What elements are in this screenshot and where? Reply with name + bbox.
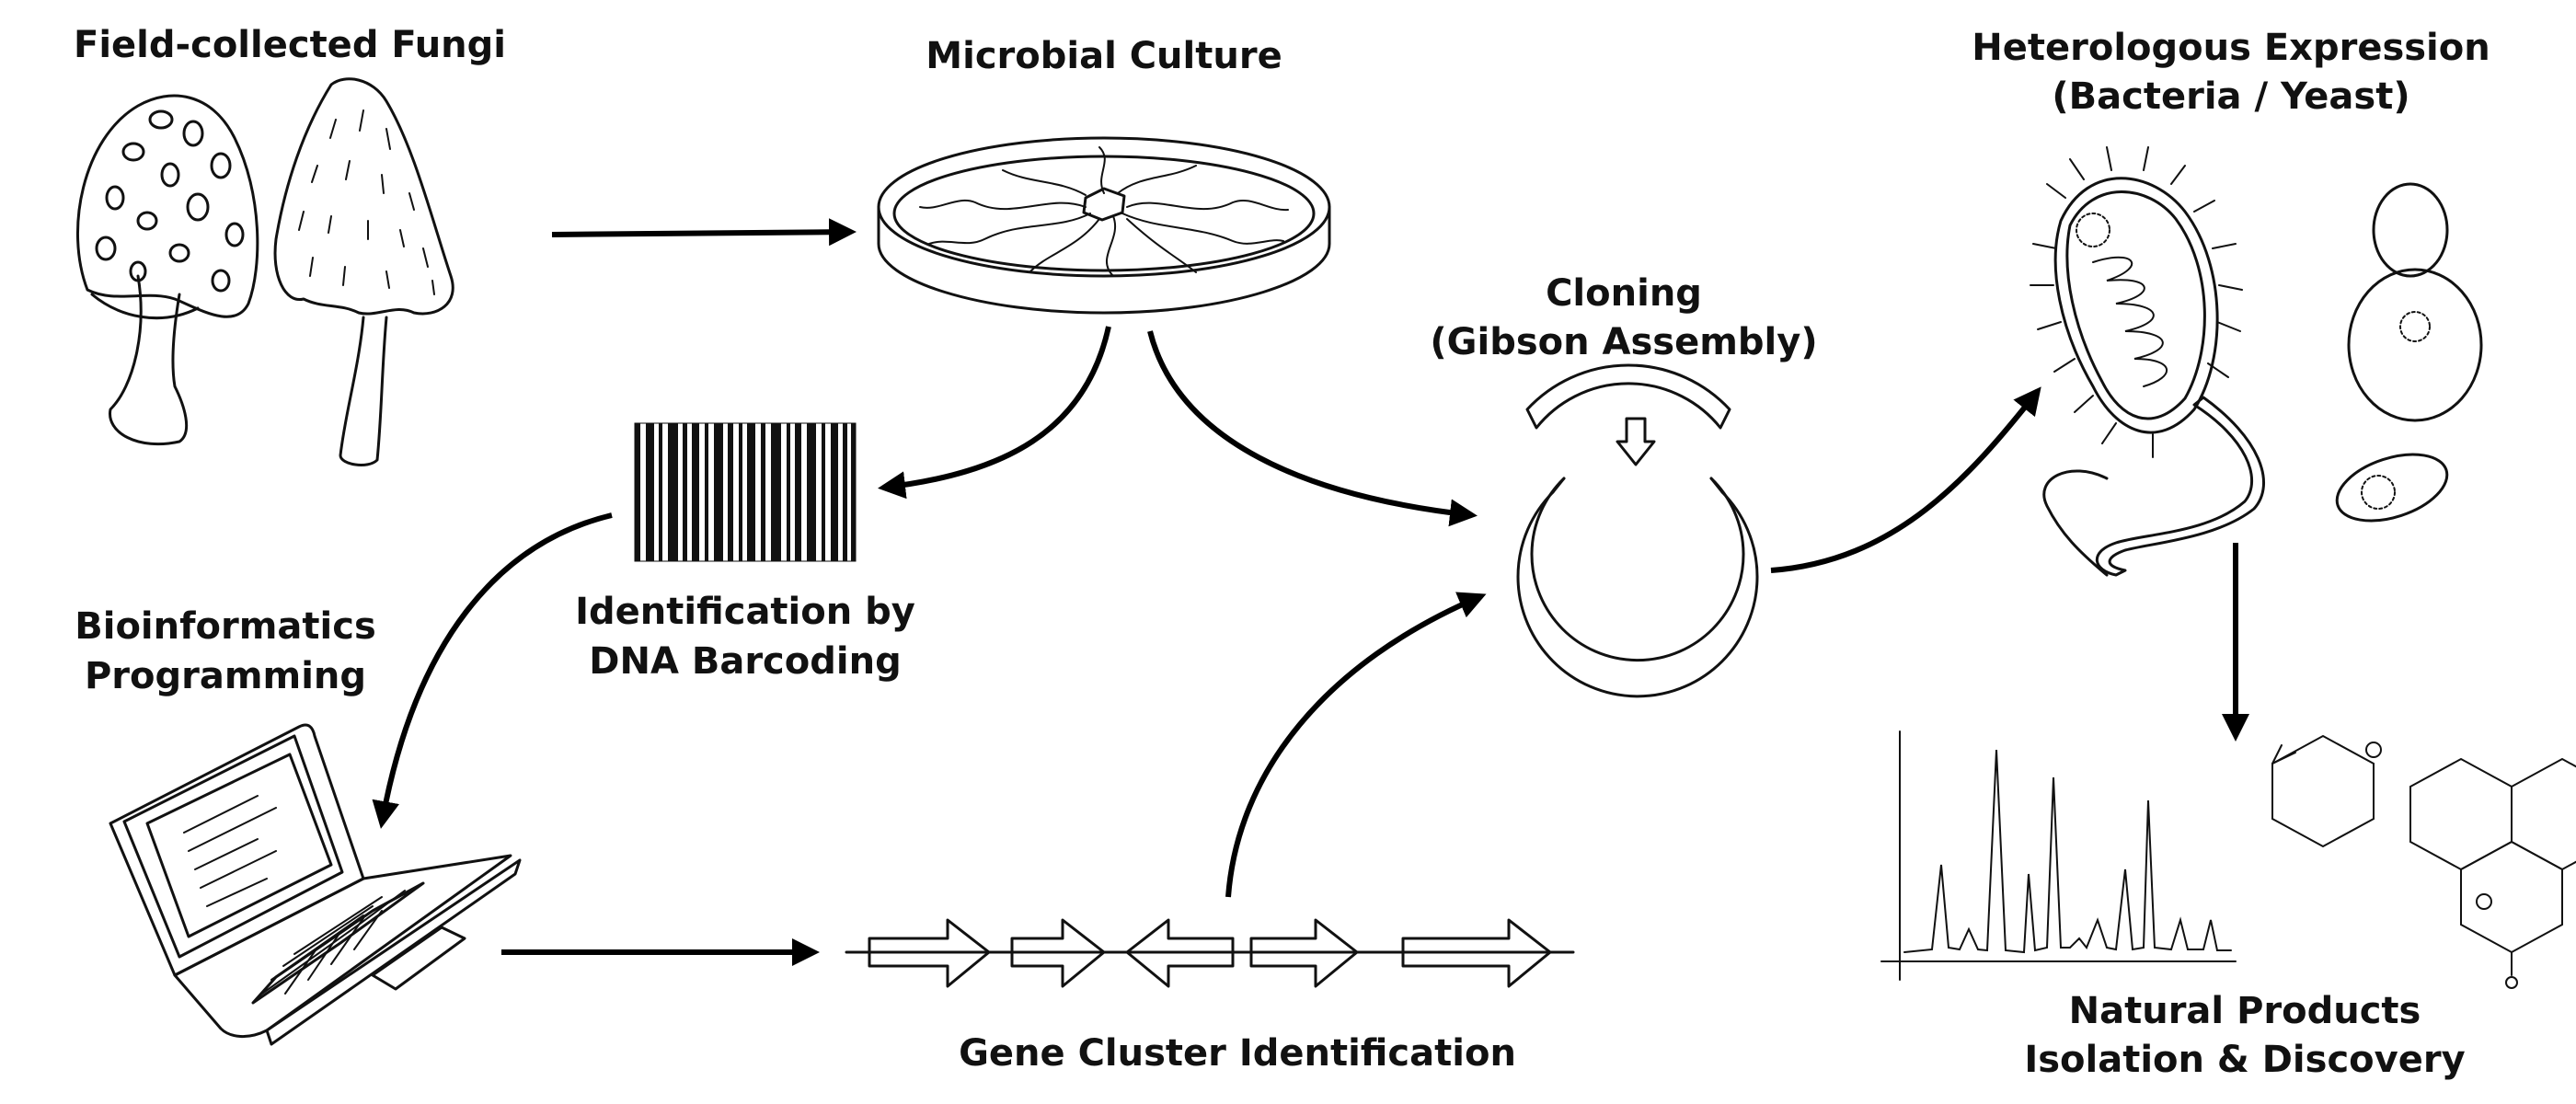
label-barcoding-line1: Identification by <box>575 591 915 633</box>
chromatogram-icon <box>1880 730 2237 981</box>
arrow-culture-to-cloning <box>1147 330 1478 527</box>
arrow-fungi-to-culture <box>551 218 857 247</box>
barcode-icon <box>634 422 857 562</box>
arrow-barcoding-to-bioinformatics <box>372 512 613 829</box>
yeast-icon <box>2335 182 2483 523</box>
plasmid-icon <box>1516 363 1759 698</box>
molecule-icon <box>2271 734 2576 989</box>
gene-cluster-icon <box>845 918 1575 988</box>
label-bioinformatics-line1: Bioinformatics <box>75 605 376 648</box>
label-expression-line1: Heterologous Expression <box>1972 27 2490 69</box>
label-gene-cluster: Gene Cluster Identification <box>959 1032 1516 1075</box>
arrow-culture-to-barcoding <box>878 326 1111 500</box>
label-products-line2: Isolation & Discovery <box>2024 1039 2465 1081</box>
arrow-cloning-to-expression <box>1770 386 2041 573</box>
label-fungi: Field-collected Fungi <box>74 24 506 66</box>
label-expression-line2: (Bacteria / Yeast) <box>2052 75 2409 118</box>
label-products-line1: Natural Products <box>2069 990 2421 1032</box>
label-culture: Microbial Culture <box>926 35 1282 77</box>
laptop-icon <box>109 723 522 1046</box>
mushroom-icon <box>76 77 454 466</box>
petri-dish-icon <box>877 136 1331 315</box>
arrow-gene-cluster-to-cloning <box>1225 592 1487 898</box>
label-cloning-line1: Cloning <box>1546 272 1702 315</box>
label-barcoding-line2: DNA Barcoding <box>589 640 901 683</box>
label-bioinformatics-line2: Programming <box>85 655 366 697</box>
bacterium-icon <box>2030 146 2265 577</box>
label-cloning-line2: (Gibson Assembly) <box>1430 321 1817 363</box>
